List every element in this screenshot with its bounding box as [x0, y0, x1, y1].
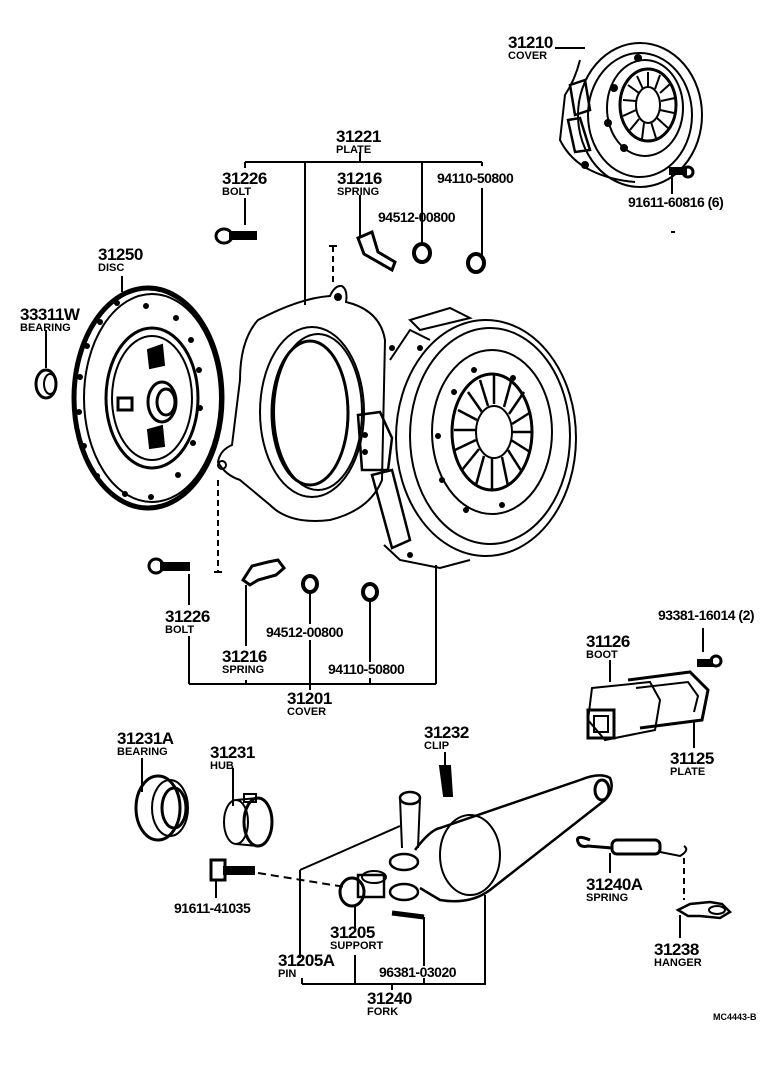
- label-91611-41035: 91611-41035: [174, 900, 251, 916]
- part-number: 31216: [337, 169, 382, 188]
- label-33311W-bearing: 33311W BEARING: [20, 305, 80, 334]
- bearing-31231A-drawing: [134, 758, 189, 842]
- part-name: PLATE: [670, 766, 706, 778]
- part-name: DISC: [98, 262, 125, 274]
- clutch-disc-31250-drawing: [71, 276, 225, 511]
- nut-94110-bottom-drawing: [361, 582, 379, 602]
- part-name: SPRING: [337, 186, 380, 198]
- part-name: SPRING: [222, 664, 265, 676]
- label-31231-hub: 31231 HUB: [210, 744, 255, 772]
- part-name: FORK: [367, 1006, 399, 1018]
- hub-31231-drawing: [223, 768, 274, 848]
- clip-31232-drawing: [438, 752, 454, 797]
- part-number: 31226: [222, 169, 267, 188]
- part-name: BEARING: [117, 746, 168, 758]
- label-94110-50800-top: 94110-50800: [437, 170, 514, 186]
- part-name: CLIP: [424, 740, 450, 752]
- label-91611-60816: 91611-60816 (6): [628, 194, 724, 210]
- leader-lines-31240: [301, 955, 485, 990]
- part-name: COVER: [287, 706, 327, 718]
- boot-31126-drawing: [586, 660, 710, 748]
- label-31240A-spring: 31240A SPRING: [586, 876, 643, 904]
- part-number: 31232: [424, 723, 469, 742]
- label-31221-plate: 31221 PLATE: [336, 128, 381, 156]
- part-name: COVER: [508, 50, 548, 62]
- label-94512-00800-top: 94512-00800: [378, 209, 456, 225]
- part-name: BOLT: [222, 186, 252, 198]
- part-number: 31201: [287, 689, 332, 708]
- leader-lines-31221: [244, 152, 483, 305]
- part-number: 31205: [330, 923, 375, 942]
- label-31205A-pin: 31205A PIN: [278, 952, 335, 980]
- part-name: BOOT: [586, 649, 618, 661]
- part-number: 31238: [654, 940, 699, 959]
- part-number: 31231A: [117, 729, 174, 748]
- part-number: 33311W: [20, 305, 80, 324]
- clutch-cover-31201-drawing: [356, 306, 577, 570]
- nut-94512-bottom-drawing: [301, 574, 319, 594]
- bolt-93381-drawing: [697, 628, 723, 668]
- label-31216-spring-top: 31216 SPRING: [337, 170, 382, 198]
- part-name: SPRING: [586, 892, 629, 904]
- part-name: SUPPORT: [330, 940, 384, 952]
- part-name: HANGER: [654, 957, 702, 969]
- drawing-code: MC4443-B: [713, 1012, 757, 1022]
- label-31201-cover: 31201 COVER: [287, 690, 332, 718]
- clutch-cover-31210-drawing: [555, 42, 703, 188]
- bolt-91611-41035-drawing: [209, 858, 346, 898]
- nut-94512-top-drawing: [412, 242, 432, 264]
- label-31126-boot: 31126 BOOT: [586, 633, 630, 661]
- label-94110-50800-bottom: 94110-50800: [328, 661, 405, 677]
- part-number: 31250: [98, 245, 143, 264]
- nut-94110-top-drawing: [466, 252, 486, 274]
- part-name: HUB: [210, 760, 234, 772]
- part-name: PIN: [278, 968, 297, 980]
- fork-31240-drawing: [388, 774, 613, 985]
- pressure-plate-31221-drawing: [214, 284, 387, 573]
- part-name: PLATE: [336, 144, 372, 156]
- label-31226-bolt-top: 31226 BOLT: [222, 170, 267, 198]
- pin-96381-drawing: [391, 910, 425, 966]
- support-31205-drawing: [338, 870, 387, 928]
- part-number: 31125: [670, 749, 714, 768]
- part-number: 31240: [367, 989, 412, 1008]
- bolt-31226-bottom-drawing: [147, 557, 190, 575]
- part-number: 31216: [222, 647, 267, 666]
- label-31216-spring-bottom: 31216 SPRING: [222, 648, 267, 676]
- label-31125-plate: 31125 PLATE: [670, 750, 714, 778]
- bearing-33311W-drawing: [34, 330, 58, 400]
- label-93381-16014: 93381-16014 (2): [658, 607, 755, 623]
- leader-lines-31201: [188, 565, 437, 690]
- spring-31216-top-drawing: [356, 229, 397, 273]
- label-31210-cover: 31210 COVER: [508, 34, 553, 62]
- label-31250-disc: 31250 DISC: [98, 246, 143, 274]
- label-96381-03020: 96381-03020: [379, 964, 457, 980]
- label-31238-hanger: 31238 HANGER: [654, 941, 702, 969]
- label-31205-support: 31205 SUPPORT: [330, 924, 383, 952]
- bolt-91611-60816-drawing: [669, 165, 695, 233]
- part-number: 31126: [586, 632, 630, 651]
- label-31231A-bearing: 31231A BEARING: [117, 730, 174, 758]
- hanger-31238-drawing: [675, 900, 733, 938]
- part-number: 31226: [165, 607, 210, 626]
- bolt-31226-top-drawing: [214, 227, 257, 245]
- label-31226-bolt-bottom: 31226 BOLT: [165, 608, 210, 636]
- pin-31205A-drawing: [299, 790, 422, 958]
- part-name: BEARING: [20, 322, 71, 334]
- part-number: 31240A: [586, 875, 643, 894]
- spring-31216-bottom-drawing: [240, 558, 287, 587]
- spring-31240A-drawing: [576, 835, 688, 900]
- part-number: 31210: [508, 33, 553, 52]
- part-number: 31205A: [278, 951, 335, 970]
- label-94512-00800-bottom: 94512-00800: [266, 624, 344, 640]
- part-number: 31231: [210, 743, 255, 762]
- part-name: BOLT: [165, 624, 195, 636]
- part-number: 31221: [336, 127, 381, 146]
- label-31232-clip: 31232 CLIP: [424, 724, 469, 752]
- label-31240-fork: 31240 FORK: [367, 990, 412, 1018]
